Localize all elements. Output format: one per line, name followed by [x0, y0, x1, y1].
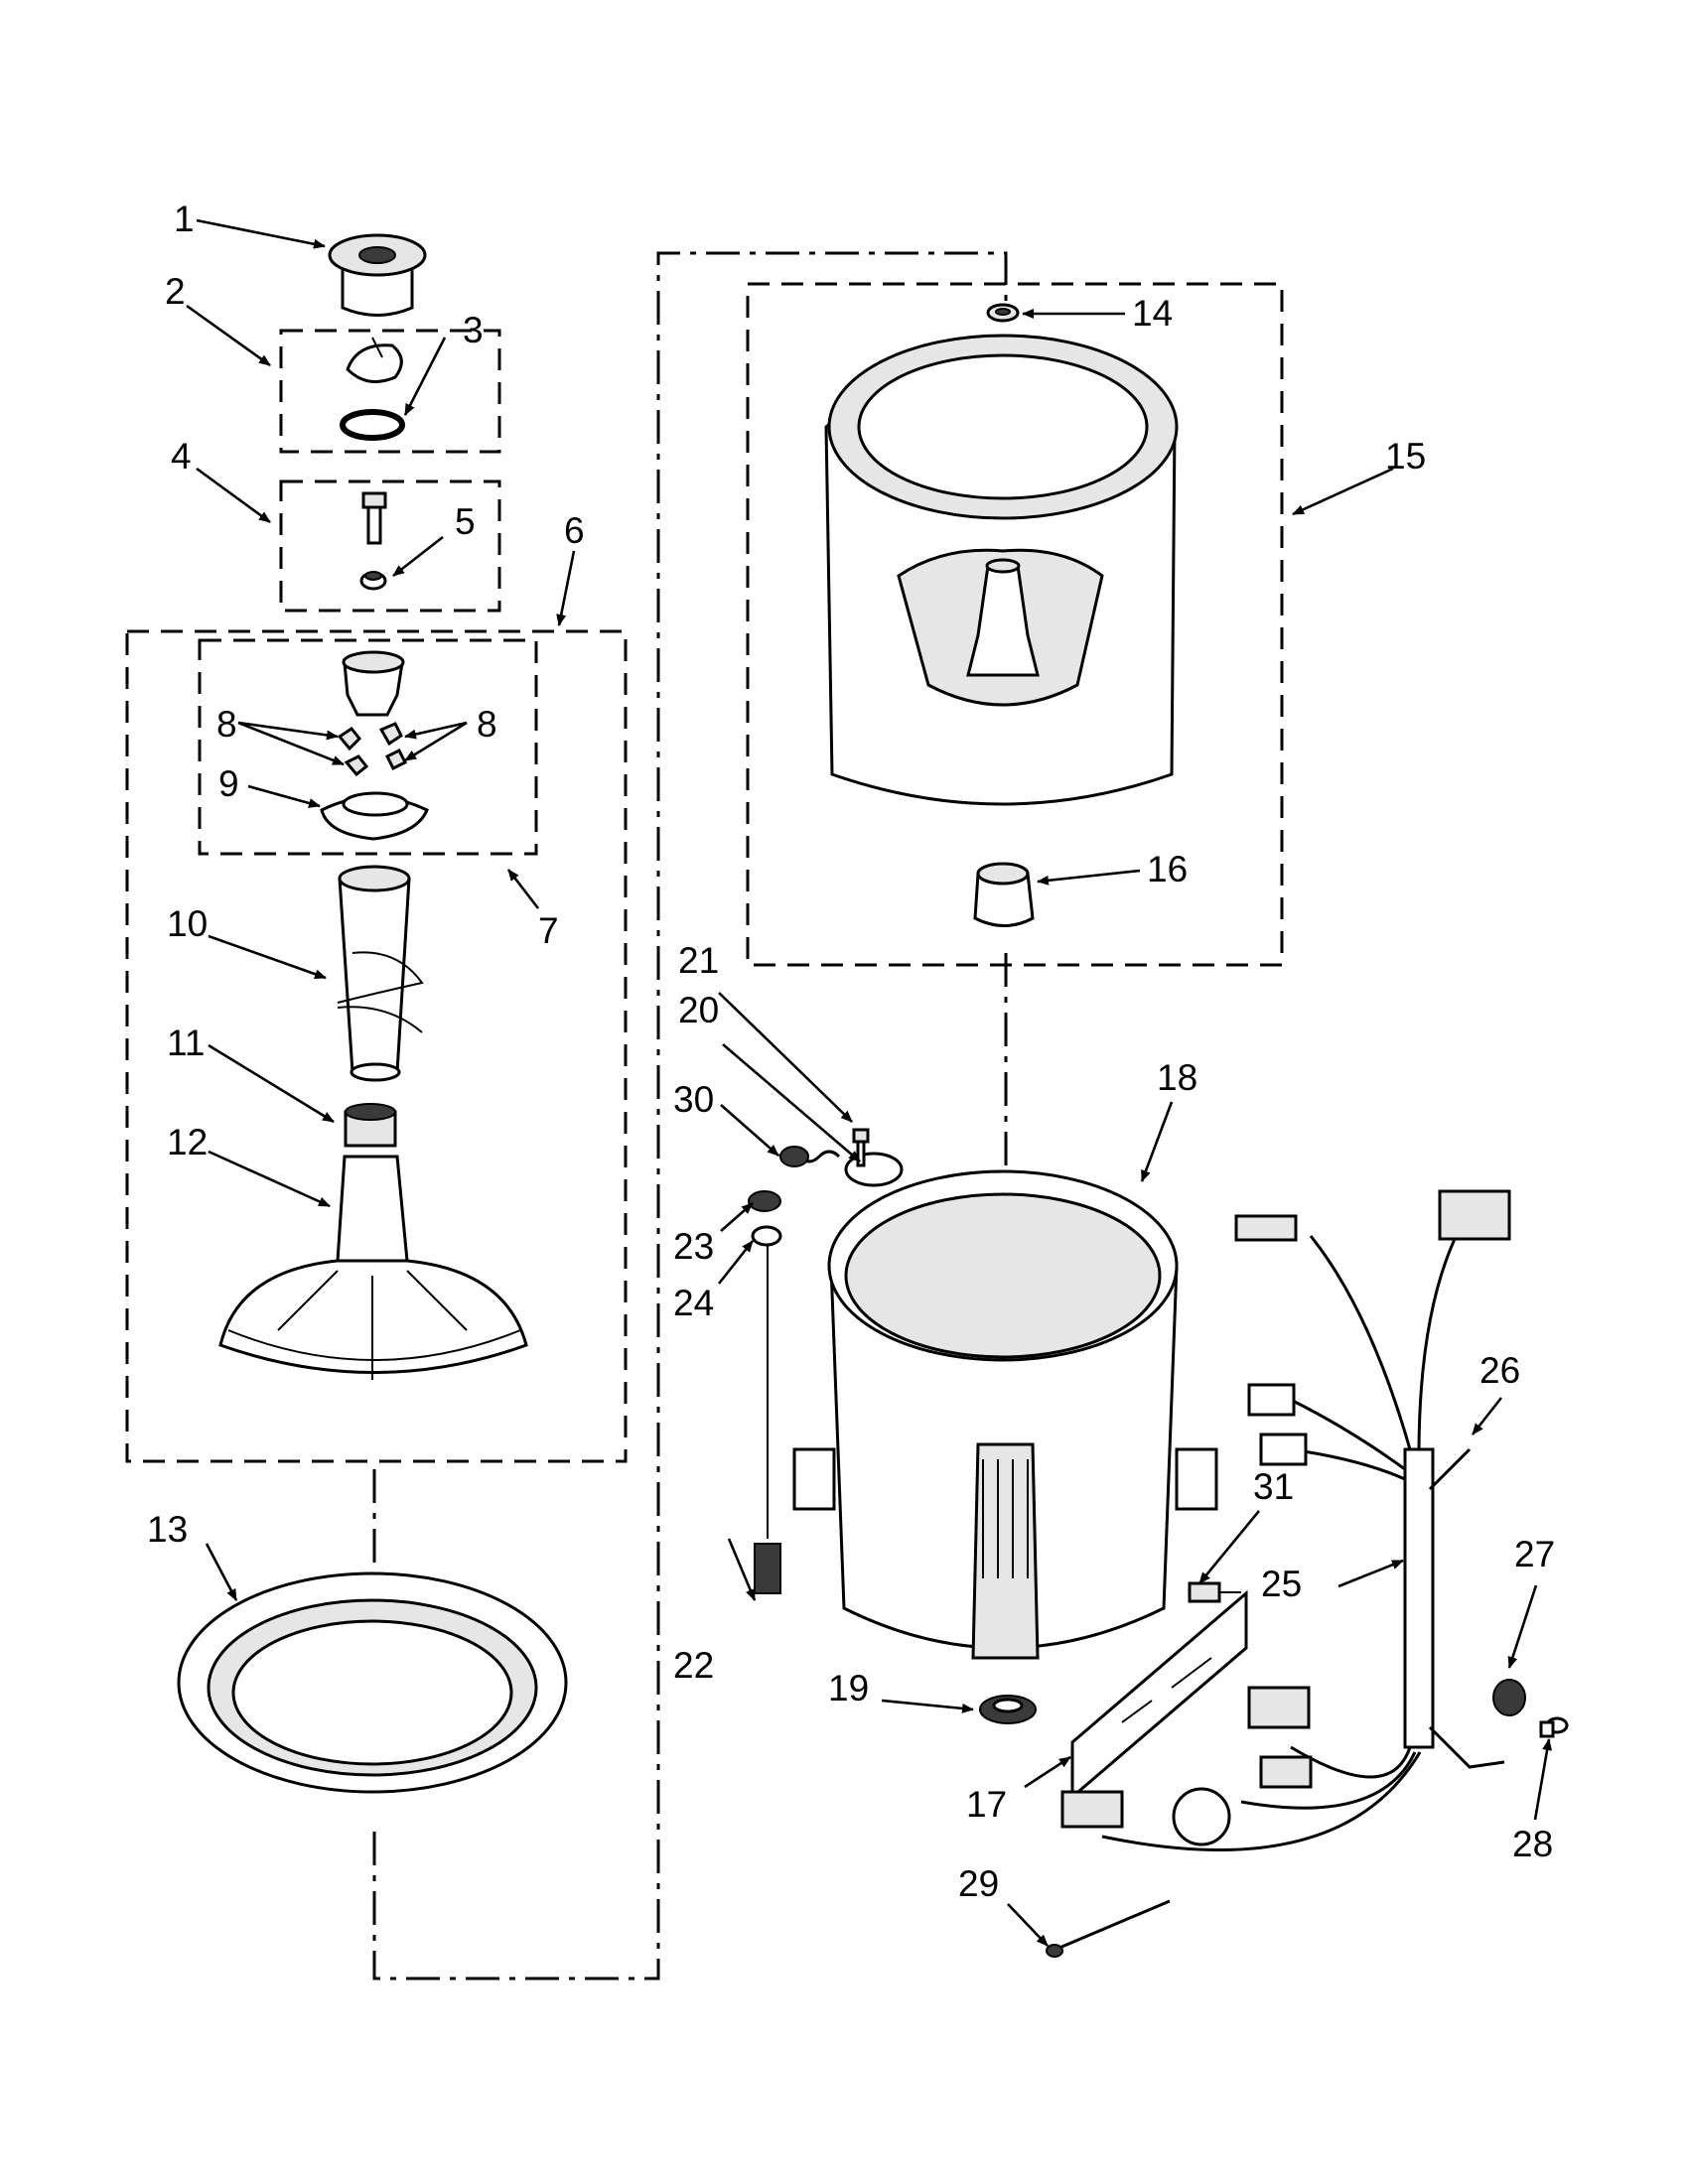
group-box-4 [279, 479, 501, 613]
agitator-base-part [218, 1155, 528, 1380]
wash-basket-part [824, 334, 1179, 806]
group-box-2 [279, 329, 501, 454]
cable-tie-part [1046, 1899, 1171, 1958]
callout-17: 17 [966, 1784, 1007, 1825]
callout-1: 1 [174, 199, 195, 239]
callout-11: 11 [167, 1023, 205, 1063]
callout-12: 12 [167, 1122, 208, 1162]
agitator-dogs-part [337, 722, 408, 777]
callout-3: 3 [463, 310, 484, 350]
suspension-cup-part [751, 1225, 782, 1247]
callout-14: 14 [1132, 293, 1173, 334]
callout-28: 28 [1512, 1824, 1553, 1864]
cam-plate-part [320, 791, 429, 841]
callout-6: 6 [564, 510, 585, 551]
outer-tub-part [792, 1169, 1218, 1660]
suspension-rod-part [754, 1246, 781, 1594]
callout-4: 4 [171, 436, 192, 477]
control-board-part [1070, 1589, 1248, 1801]
agitator-cam-part [342, 650, 405, 717]
callout-29: 29 [958, 1863, 999, 1904]
callout-18: 18 [1157, 1057, 1197, 1098]
callout-25: 25 [1261, 1564, 1302, 1604]
callout-10: 10 [167, 903, 208, 944]
callout-20: 20 [678, 990, 719, 1030]
wire-harness-part [1060, 1189, 1511, 1851]
callout-27: 27 [1514, 1534, 1555, 1574]
spring-part [777, 1146, 841, 1167]
tub-seal-part [979, 1695, 1037, 1724]
drive-coupler-part [344, 1103, 397, 1148]
callout-15: 15 [1385, 436, 1426, 477]
basket-drive-hub-part [973, 862, 1035, 927]
callout-24: 24 [673, 1283, 714, 1323]
washer-part [359, 571, 387, 591]
agitator-barrel-part [337, 865, 424, 1082]
callout-26: 26 [1479, 1350, 1520, 1391]
group-box-7 [198, 638, 538, 856]
agitator-bolt-part [361, 491, 387, 545]
callout-19: 19 [828, 1668, 869, 1708]
callout-5: 5 [455, 501, 476, 542]
clamp-screw-part [1539, 1716, 1569, 1738]
cap-insert-part [346, 337, 403, 383]
callout-8-left: 8 [216, 704, 237, 745]
hub-nut-part [986, 303, 1020, 323]
assembly-connection-line [372, 251, 1008, 1980]
callout-23: 23 [673, 1226, 714, 1267]
drain-tube-part [1428, 1447, 1505, 1769]
callout-8-right: 8 [477, 704, 497, 745]
callout-21: 21 [678, 940, 719, 981]
callout-31: 31 [1253, 1466, 1294, 1507]
callout-16: 16 [1147, 849, 1188, 889]
callout-30: 30 [673, 1079, 714, 1120]
tub-ring-part [177, 1571, 568, 1794]
suspension-dome-part [748, 1190, 781, 1212]
o-ring-part [340, 409, 405, 441]
callout-2: 2 [165, 271, 186, 312]
harness-clamp-part [1492, 1679, 1526, 1716]
callout-22: 22 [673, 1645, 714, 1686]
callout-7: 7 [538, 910, 559, 951]
callout-9: 9 [218, 763, 239, 804]
group-box-6 [125, 629, 628, 1463]
callout-labels: 1 2 3 4 5 6 7 8 8 9 10 11 12 13 14 15 16… [147, 199, 1555, 1904]
sensor-connector-part [1188, 1581, 1241, 1603]
callout-leaders [186, 218, 1553, 1947]
agitator-cap-part [328, 233, 427, 317]
callout-13: 13 [147, 1509, 188, 1550]
